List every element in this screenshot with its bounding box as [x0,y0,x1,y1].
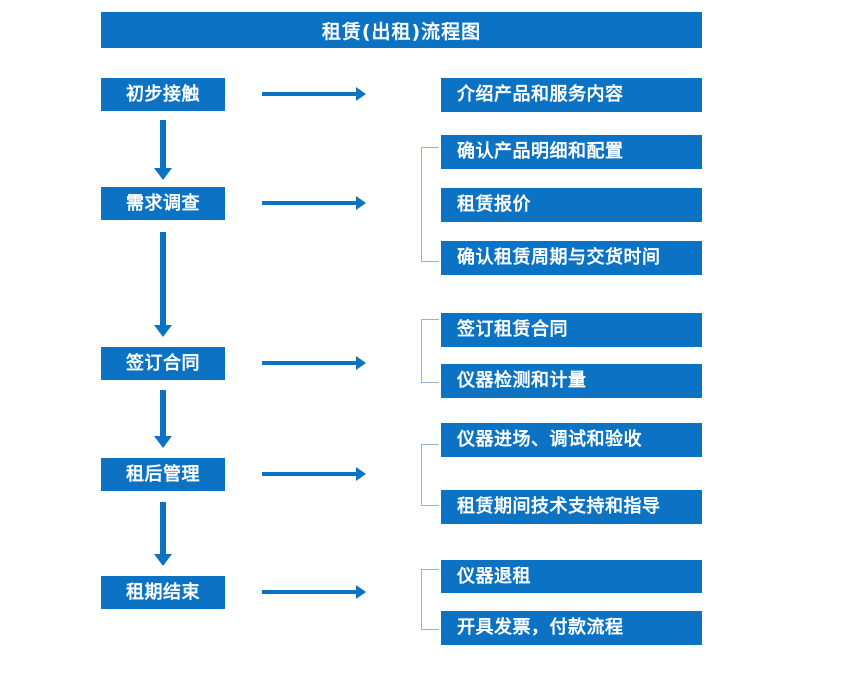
stage-box-xuqiudiaocha[interactable]: 需求调查 [101,187,225,220]
detail-arrow-right-4 [262,467,366,481]
detail-arrow-right-3 [262,356,366,370]
detail-arrow-right-2 [262,196,366,210]
group-bracket-1 [421,147,439,262]
flow-arrow-down-3 [154,390,172,448]
detail-box-zulinqijianjishu[interactable]: 租赁期间技术支持和指导 [441,490,702,524]
detail-arrow-right-1 [262,87,366,101]
stage-box-chubujiechu[interactable]: 初步接触 [101,78,225,111]
detail-box-querenchanpinmingxi[interactable]: 确认产品明细和配置 [441,135,702,169]
detail-box-zulinbaojia[interactable]: 租赁报价 [441,188,702,222]
detail-box-yiqijiancehejiliang[interactable]: 仪器检测和计量 [441,364,702,398]
flow-arrow-down-2 [154,232,172,337]
flow-arrow-down-1 [154,120,172,180]
stage-box-zuhouguanli[interactable]: 租后管理 [101,458,225,491]
detail-box-yiqijinchang[interactable]: 仪器进场、调试和验收 [441,423,702,457]
detail-box-querenzulinzhouqi[interactable]: 确认租赁周期与交货时间 [441,241,702,275]
detail-box-qiandingzulinhetong[interactable]: 签订租赁合同 [441,313,702,347]
page-title: 租赁(出租)流程图 [101,12,702,48]
detail-box-yiqituizu[interactable]: 仪器退租 [441,560,702,593]
group-bracket-2 [421,319,439,383]
group-bracket-4 [421,569,439,630]
stage-box-qiandinghetong[interactable]: 签订合同 [101,347,225,380]
detail-box-kaijufapiao[interactable]: 开具发票，付款流程 [441,611,702,645]
stage-box-zuqijieshu[interactable]: 租期结束 [101,576,225,609]
detail-box-jieshaochanpin[interactable]: 介绍产品和服务内容 [441,78,702,112]
detail-arrow-right-5 [262,585,366,599]
flow-arrow-down-4 [154,502,172,566]
group-bracket-3 [421,444,439,506]
